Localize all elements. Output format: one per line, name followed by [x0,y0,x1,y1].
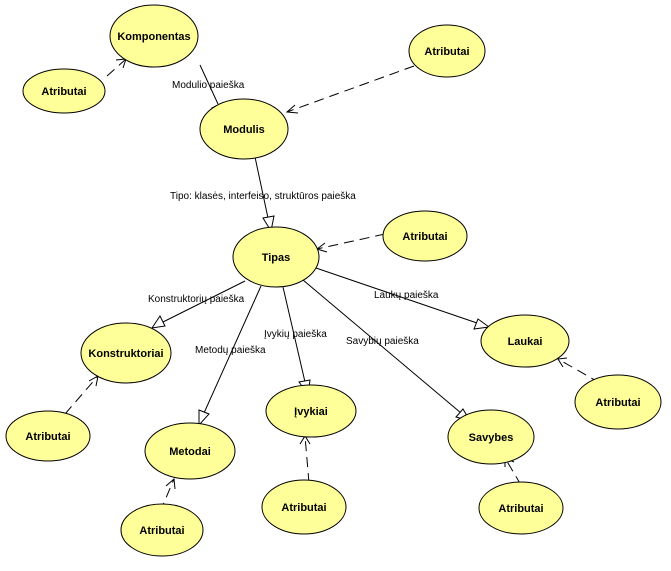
node-atributai-4: Atributai [5,410,91,462]
edge-label-konstruktoriu-paieska: Konstruktorių paieška [148,294,245,305]
node-komponentas: Komponentas [109,4,199,68]
node-atributai-5: Atributai [574,374,662,430]
node-savybes: Savybes [447,409,535,465]
node-label-konstruktoriai: Konstruktoriai [88,348,163,360]
edge-tipas-laukai [315,267,491,330]
node-label-savybes: Savybes [469,432,514,444]
node-konstruktoriai: Konstruktoriai [80,322,172,384]
node-label-metodai: Metodai [169,446,211,458]
node-atributai-6: Atributai [120,503,204,557]
edge-label-savybiu-paieska: Savybių paieška [346,336,419,347]
node-atributai-2: Atributai [408,24,486,78]
node-label-atributai: Atributai [41,86,86,98]
node-metodai: Metodai [144,422,236,480]
edge-label-tipo-paieska: Tipo: klasės, interfeiso, struktūros pai… [170,191,356,202]
node-label-atributai: Atributai [139,525,184,537]
node-label-atributai: Atributai [402,231,447,243]
node-ivykiai: Įvykiai [265,384,357,438]
edge-atributai-komponentas [106,58,127,77]
edge-atributai-tipas [315,233,386,253]
node-laukai: Laukai [480,314,570,368]
edge-atributai-konstruktoriai [64,375,99,415]
node-tipas: Tipas [232,226,320,288]
node-atributai-8: Atributai [478,481,564,535]
edge-label-modulio-paieska: Modulio paieška [172,80,245,91]
node-label-atributai: Atributai [424,46,469,58]
node-label-atributai: Atributai [498,503,543,515]
node-label-komponentas: Komponentas [117,31,190,43]
edge-tipas-metodai [198,285,262,427]
node-atributai-7: Atributai [261,479,347,535]
edge-label-ivykiu-paieska: Įvykių paieška [264,329,327,340]
node-label-ivykiai: Įvykiai [294,406,328,418]
node-label-modulis: Modulis [223,124,265,136]
node-label-atributai: Atributai [281,502,326,514]
node-atributai-1: Atributai [22,68,106,114]
edge-tipas-konstruktoriai [150,280,246,329]
edge-label-lauku-paieska: Laukų paieška [374,290,439,301]
edge-tipas-ivykiai [282,286,311,396]
edge-label-metodu-paieska: Metodų paieška [195,345,266,356]
node-label-atributai: Atributai [595,397,640,409]
node-label-atributai: Atributai [25,431,70,443]
edge-atributai-laukai [557,357,601,384]
node-label-tipas: Tipas [262,252,291,264]
edge-atributai-modulis [285,65,415,114]
node-atributai-3: Atributai [382,210,468,262]
node-modulis: Modulis [199,98,289,160]
node-label-laukai: Laukai [508,336,543,348]
edge-atributai-ivykiai [299,435,311,484]
